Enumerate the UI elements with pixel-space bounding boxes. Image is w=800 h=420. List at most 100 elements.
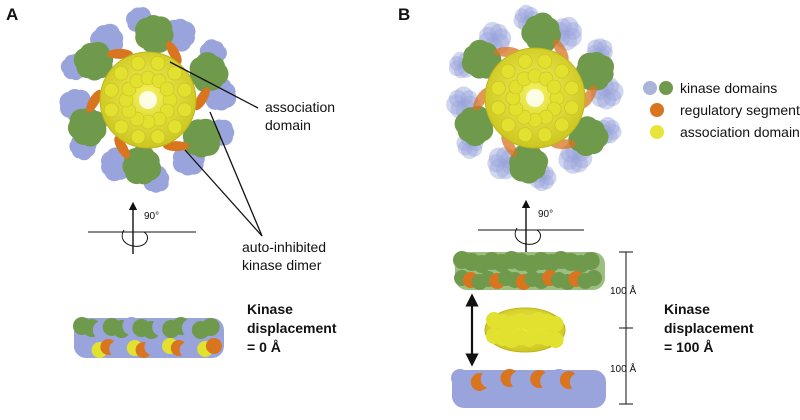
regulatory-segment-mark	[166, 41, 182, 65]
kinase-blue-lobe	[539, 175, 554, 190]
kinase-blue-lobe	[563, 154, 583, 174]
regulatory-segment-mark	[194, 87, 210, 111]
callout-kinase-line1: auto-inhibited	[242, 239, 326, 255]
side-surface-bump	[201, 318, 220, 336]
association-bump	[537, 127, 553, 142]
association-bump	[104, 82, 119, 98]
panel-a-displacement-line1: Kinase	[247, 301, 293, 317]
association-bump	[564, 100, 580, 116]
callout-line-association	[169, 61, 259, 109]
association-bump	[554, 117, 570, 133]
callout-association-line2: domain	[265, 117, 311, 133]
kinase-blue-lobe	[564, 22, 582, 40]
kinase-blue-lobe	[460, 90, 478, 108]
side-surface-bump	[586, 270, 602, 286]
legend-label-association-domain: association domain	[680, 124, 800, 140]
kinase-blue-lobe	[514, 8, 530, 23]
kinase-blue-lobe	[487, 154, 506, 173]
regulatory-segment-mark	[163, 141, 190, 152]
legend-item-association-domain: association domain	[650, 124, 800, 140]
association-bump	[500, 63, 516, 79]
panel-a-letter: A	[6, 5, 18, 24]
kinase-blue-lobe	[541, 169, 557, 186]
panel-a-association-hub	[99, 51, 197, 149]
kinase-blue-lobe	[461, 142, 478, 159]
side-surface-bump	[547, 316, 564, 332]
kinase-blue-lobe	[488, 147, 509, 168]
regulatory-segment-mark	[106, 48, 133, 59]
kinase-blue-lobe	[205, 90, 225, 110]
association-bump	[150, 129, 166, 144]
kinase-green-lobe	[585, 125, 609, 149]
association-bump	[130, 129, 146, 144]
side-surface-bump	[581, 252, 600, 270]
panel-a-rotation-symbol: 90°	[88, 201, 196, 254]
association-bump	[554, 63, 570, 79]
kinase-blue-lobe	[76, 144, 92, 161]
panel-a-green-kinase-lobes	[67, 15, 229, 185]
panel-b-displacement-line2: displacement	[664, 320, 754, 336]
kinase-blue-lobe	[172, 32, 192, 52]
panel-a-side-view-structure	[73, 317, 224, 358]
association-bump	[177, 82, 192, 98]
side-surface-bump	[206, 338, 222, 354]
kinase-blue-lobe	[449, 56, 464, 71]
kinase-green-lobe	[89, 55, 113, 79]
kinase-blue-lobe	[596, 39, 613, 56]
kinase-blue-lobe	[479, 26, 497, 45]
regulatory-segment-mark	[86, 89, 102, 113]
kinase-green-lobe	[591, 55, 614, 78]
kinase-blue-lobe	[172, 153, 192, 173]
association-bump	[517, 127, 533, 142]
association-bump	[546, 79, 562, 95]
kinase-green-lobe	[531, 12, 555, 36]
legend: kinase domains regulatory segment associ…	[643, 80, 800, 140]
kinase-blue-lobe	[104, 162, 124, 182]
association-bump	[167, 65, 183, 81]
kinase-blue-lobe	[489, 23, 508, 42]
association-bump	[130, 55, 146, 71]
panel-b-side-association-domain	[484, 307, 566, 353]
kinase-blue-lobe	[482, 21, 503, 42]
panel-a-displacement-line3: = 0 Å	[247, 339, 281, 355]
side-surface-bump	[584, 388, 600, 404]
panel-b-rotation-symbol: 90°	[478, 199, 584, 252]
kinase-blue-lobe	[489, 158, 510, 179]
kinase-blue-lobe	[518, 4, 534, 21]
kinase-blue-lobe	[559, 16, 579, 37]
kinase-blue-lobe	[449, 89, 467, 108]
panel-a-displacement-line2: displacement	[247, 320, 337, 336]
callout-association-line1: association	[265, 99, 335, 115]
panel-a-regulatory-segments	[86, 41, 210, 159]
regulatory-segment-mark	[501, 133, 517, 157]
kinase-blue-lobe	[587, 39, 604, 56]
side-surface-bump	[547, 332, 564, 348]
association-bump	[490, 80, 506, 96]
kinase-green-lobe	[125, 161, 148, 185]
kinase-blue-lobe	[605, 124, 622, 140]
association-bump	[113, 119, 129, 135]
kinase-blue-lobe	[533, 175, 550, 192]
kinase-green-lobe	[79, 123, 102, 147]
legend-label-kinase-domains: kinase domains	[680, 80, 777, 96]
kinase-blue-lobe	[605, 120, 620, 135]
side-surface-bump	[579, 370, 598, 388]
kinase-blue-lobe	[558, 149, 579, 170]
kinase-green-lobe	[147, 30, 171, 53]
regulatory-segment-mark	[553, 39, 569, 63]
callout-kinase-line2: kinase dimer	[242, 257, 322, 273]
panel-b-displacement-line1: Kinase	[664, 301, 710, 317]
panel-b-rotation-label: 90°	[538, 209, 553, 220]
panel-b-displacement-line3: = 100 Å	[664, 339, 713, 355]
kinase-blue-lobe	[592, 38, 608, 53]
callout-line-kinase-dimer-1	[209, 111, 263, 237]
panel-b-side-top-kinase-layer	[453, 251, 605, 290]
kinase-green-lobe	[525, 150, 549, 173]
scale-bar	[619, 251, 633, 405]
panel-a-rotation-label: 90°	[144, 211, 159, 222]
panel-b-green-kinase-lobes	[454, 12, 614, 184]
legend-item-regulatory-segment: regulatory segment	[650, 102, 800, 118]
association-bump	[177, 102, 192, 118]
kinase-blue-lobe	[603, 88, 622, 107]
